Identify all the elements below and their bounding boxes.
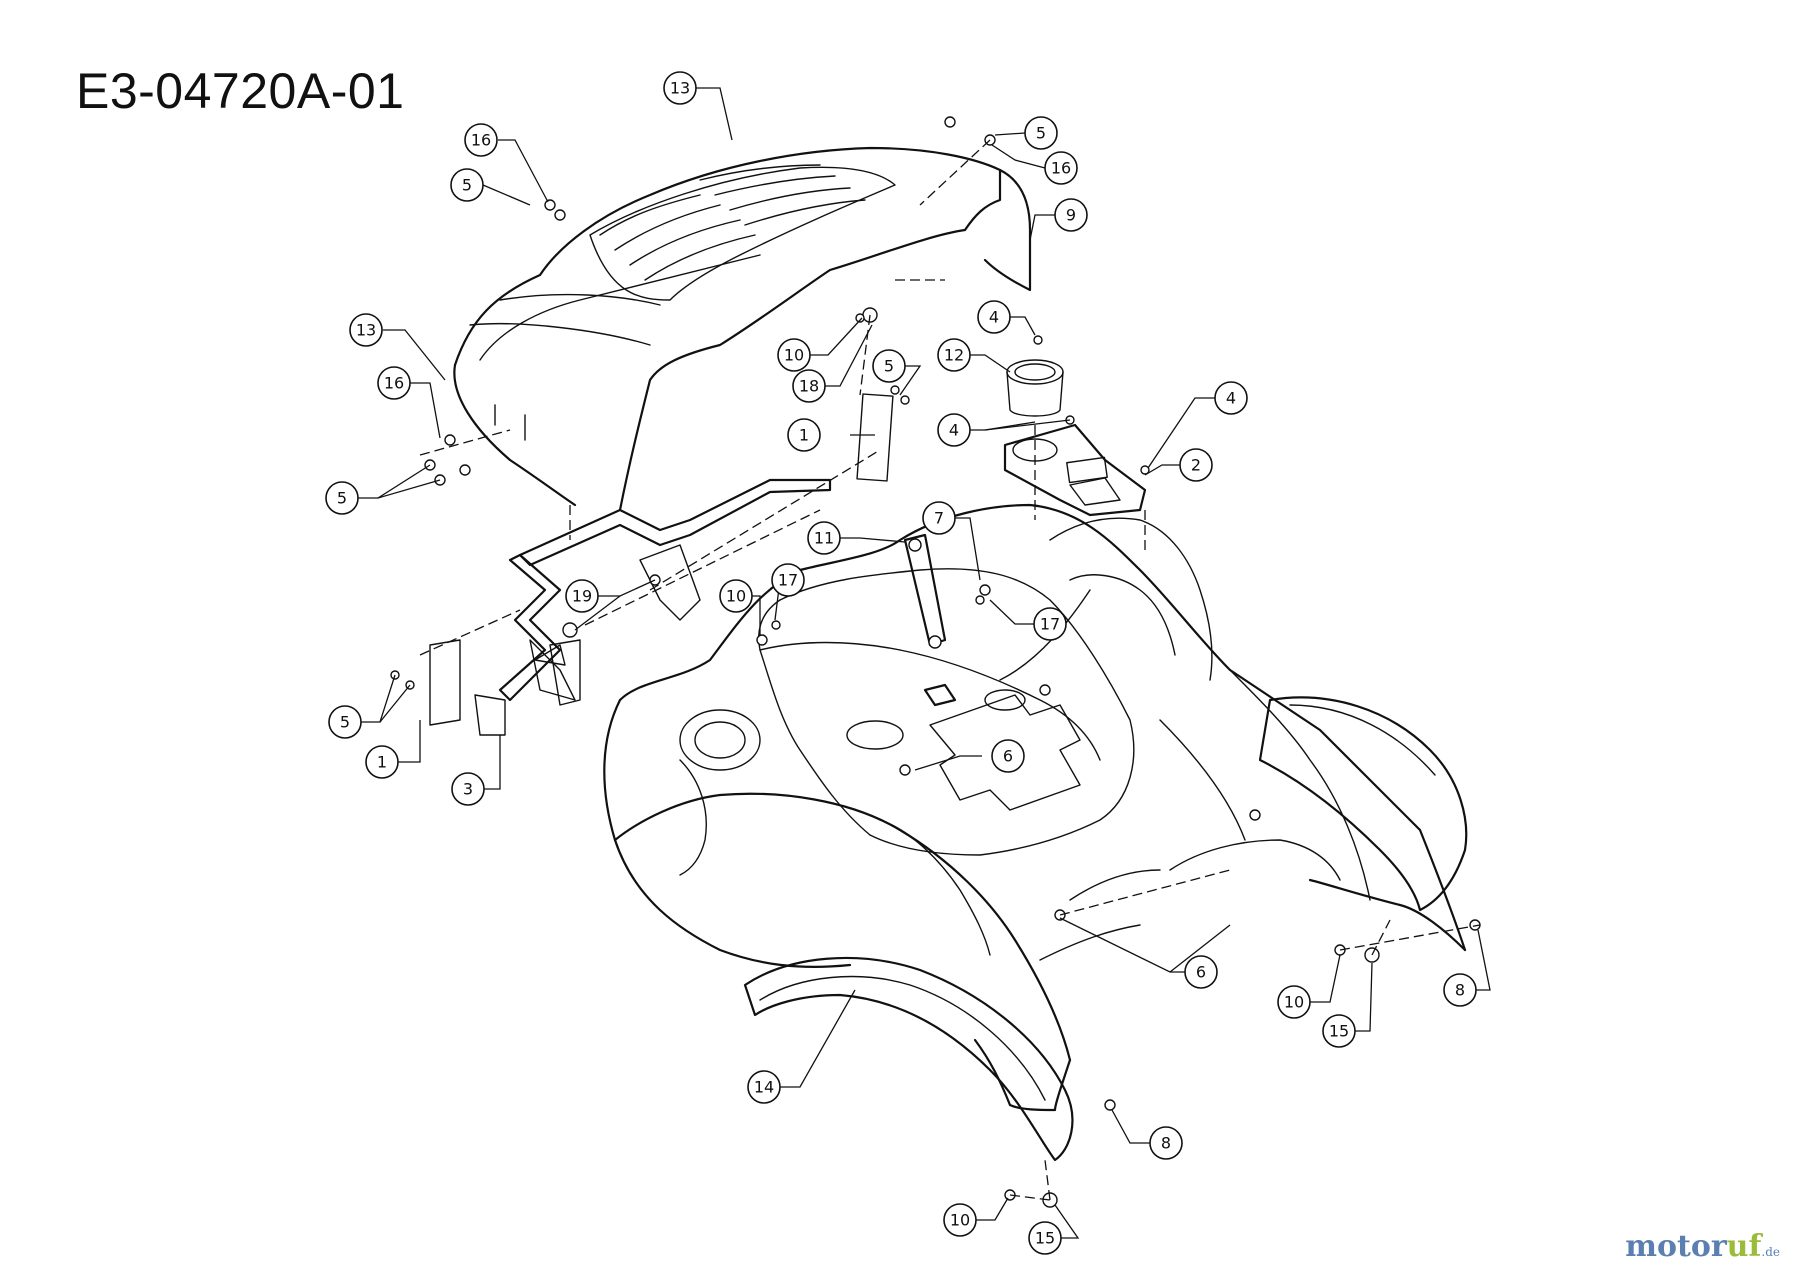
svg-text:6: 6 [1196, 963, 1206, 982]
callout-6-lower: 6 [1184, 955, 1218, 989]
svg-text:15: 15 [1329, 1022, 1349, 1041]
svg-text:2: 2 [1191, 456, 1201, 475]
callout-3: 3 [451, 772, 485, 806]
svg-text:12: 12 [944, 346, 964, 365]
callout-17-left: 17 [771, 563, 805, 597]
callout-15-right: 15 [1322, 1014, 1356, 1048]
hood-part [453, 146, 1032, 512]
svg-text:19: 19 [572, 587, 592, 606]
svg-text:10: 10 [1284, 993, 1304, 1012]
callout-17-right: 17 [1033, 607, 1067, 641]
svg-text:7: 7 [934, 509, 944, 528]
svg-text:13: 13 [670, 79, 690, 98]
svg-text:3: 3 [463, 780, 473, 799]
callout-1-lower: 1 [365, 745, 399, 779]
svg-text:17: 17 [1040, 615, 1060, 634]
callout-16-top-left: 16 [464, 123, 498, 157]
cup-holder [1006, 359, 1064, 417]
svg-text:14: 14 [754, 1078, 774, 1097]
svg-text:1: 1 [377, 753, 387, 772]
callout-5-top-left: 5 [450, 168, 484, 202]
fastener-set [390, 116, 1481, 1208]
alignment-lines [419, 139, 1481, 1201]
callout-10-right: 10 [1277, 985, 1311, 1019]
svg-text:4: 4 [1226, 389, 1236, 408]
callout-8-lower: 8 [1149, 1126, 1183, 1160]
bracket-assembly [429, 393, 894, 736]
callout-4-right: 4 [1214, 381, 1248, 415]
svg-text:5: 5 [340, 713, 350, 732]
svg-text:5: 5 [884, 357, 894, 376]
callout-1-upper: 1 [787, 418, 821, 452]
callout-7: 7 [922, 501, 956, 535]
leader-lines [358, 87, 1491, 1239]
callout-11: 11 [807, 521, 841, 555]
svg-text:5: 5 [337, 489, 347, 508]
svg-text:8: 8 [1161, 1134, 1171, 1153]
callout-9: 9 [1054, 198, 1088, 232]
callout-5-left: 5 [325, 481, 359, 515]
svg-text:16: 16 [384, 374, 404, 393]
callout-18: 18 [792, 369, 826, 403]
svg-text:18: 18 [799, 377, 819, 396]
console-plate [1003, 423, 1147, 517]
svg-text:15: 15 [1035, 1229, 1055, 1248]
callout-8-right: 8 [1443, 973, 1477, 1007]
svg-text:4: 4 [989, 308, 999, 327]
svg-text:9: 9 [1066, 206, 1076, 225]
hinge-bar [903, 533, 957, 707]
callout-10-mid: 10 [719, 579, 753, 613]
svg-text:16: 16 [1051, 159, 1071, 178]
diagram-title: E3-04720A-01 [76, 63, 405, 119]
callout-19: 19 [565, 579, 599, 613]
svg-text:10: 10 [726, 587, 746, 606]
fender-arch-left [743, 956, 1074, 1162]
svg-text:4: 4 [949, 421, 959, 440]
svg-text:11: 11 [814, 529, 834, 548]
svg-text:5: 5 [462, 176, 472, 195]
callout-5-top-right: 5 [1024, 116, 1058, 150]
svg-text:5: 5 [1036, 124, 1046, 143]
callout-13-side: 13 [349, 313, 383, 347]
callout-12: 12 [937, 338, 971, 372]
callout-5-lower-left: 5 [328, 705, 362, 739]
svg-text:1: 1 [799, 426, 809, 445]
callout-15-bottom: 15 [1028, 1221, 1062, 1255]
callout-4-mid: 4 [937, 413, 971, 447]
callout-16-left: 16 [377, 366, 411, 400]
callout-13-hood: 13 [663, 71, 697, 105]
fender-arch-right [1258, 696, 1468, 912]
callout-10-upper: 10 [777, 338, 811, 372]
callout-2: 2 [1179, 448, 1213, 482]
svg-text:10: 10 [784, 346, 804, 365]
callout-6-upper: 6 [991, 739, 1025, 773]
watermark-logo: motoruf.de [1625, 1229, 1780, 1264]
svg-text:16: 16 [471, 131, 491, 150]
callout-16-top-right: 16 [1044, 151, 1078, 185]
callout-5-mid: 5 [872, 349, 906, 383]
svg-text:8: 8 [1455, 981, 1465, 1000]
callout-4-top: 4 [977, 300, 1011, 334]
callout-14: 14 [747, 1070, 781, 1104]
svg-text:13: 13 [356, 321, 376, 340]
svg-text:10: 10 [950, 1211, 970, 1230]
svg-text:17: 17 [778, 571, 798, 590]
svg-text:6: 6 [1003, 747, 1013, 766]
callout-10-bottom: 10 [943, 1203, 977, 1237]
